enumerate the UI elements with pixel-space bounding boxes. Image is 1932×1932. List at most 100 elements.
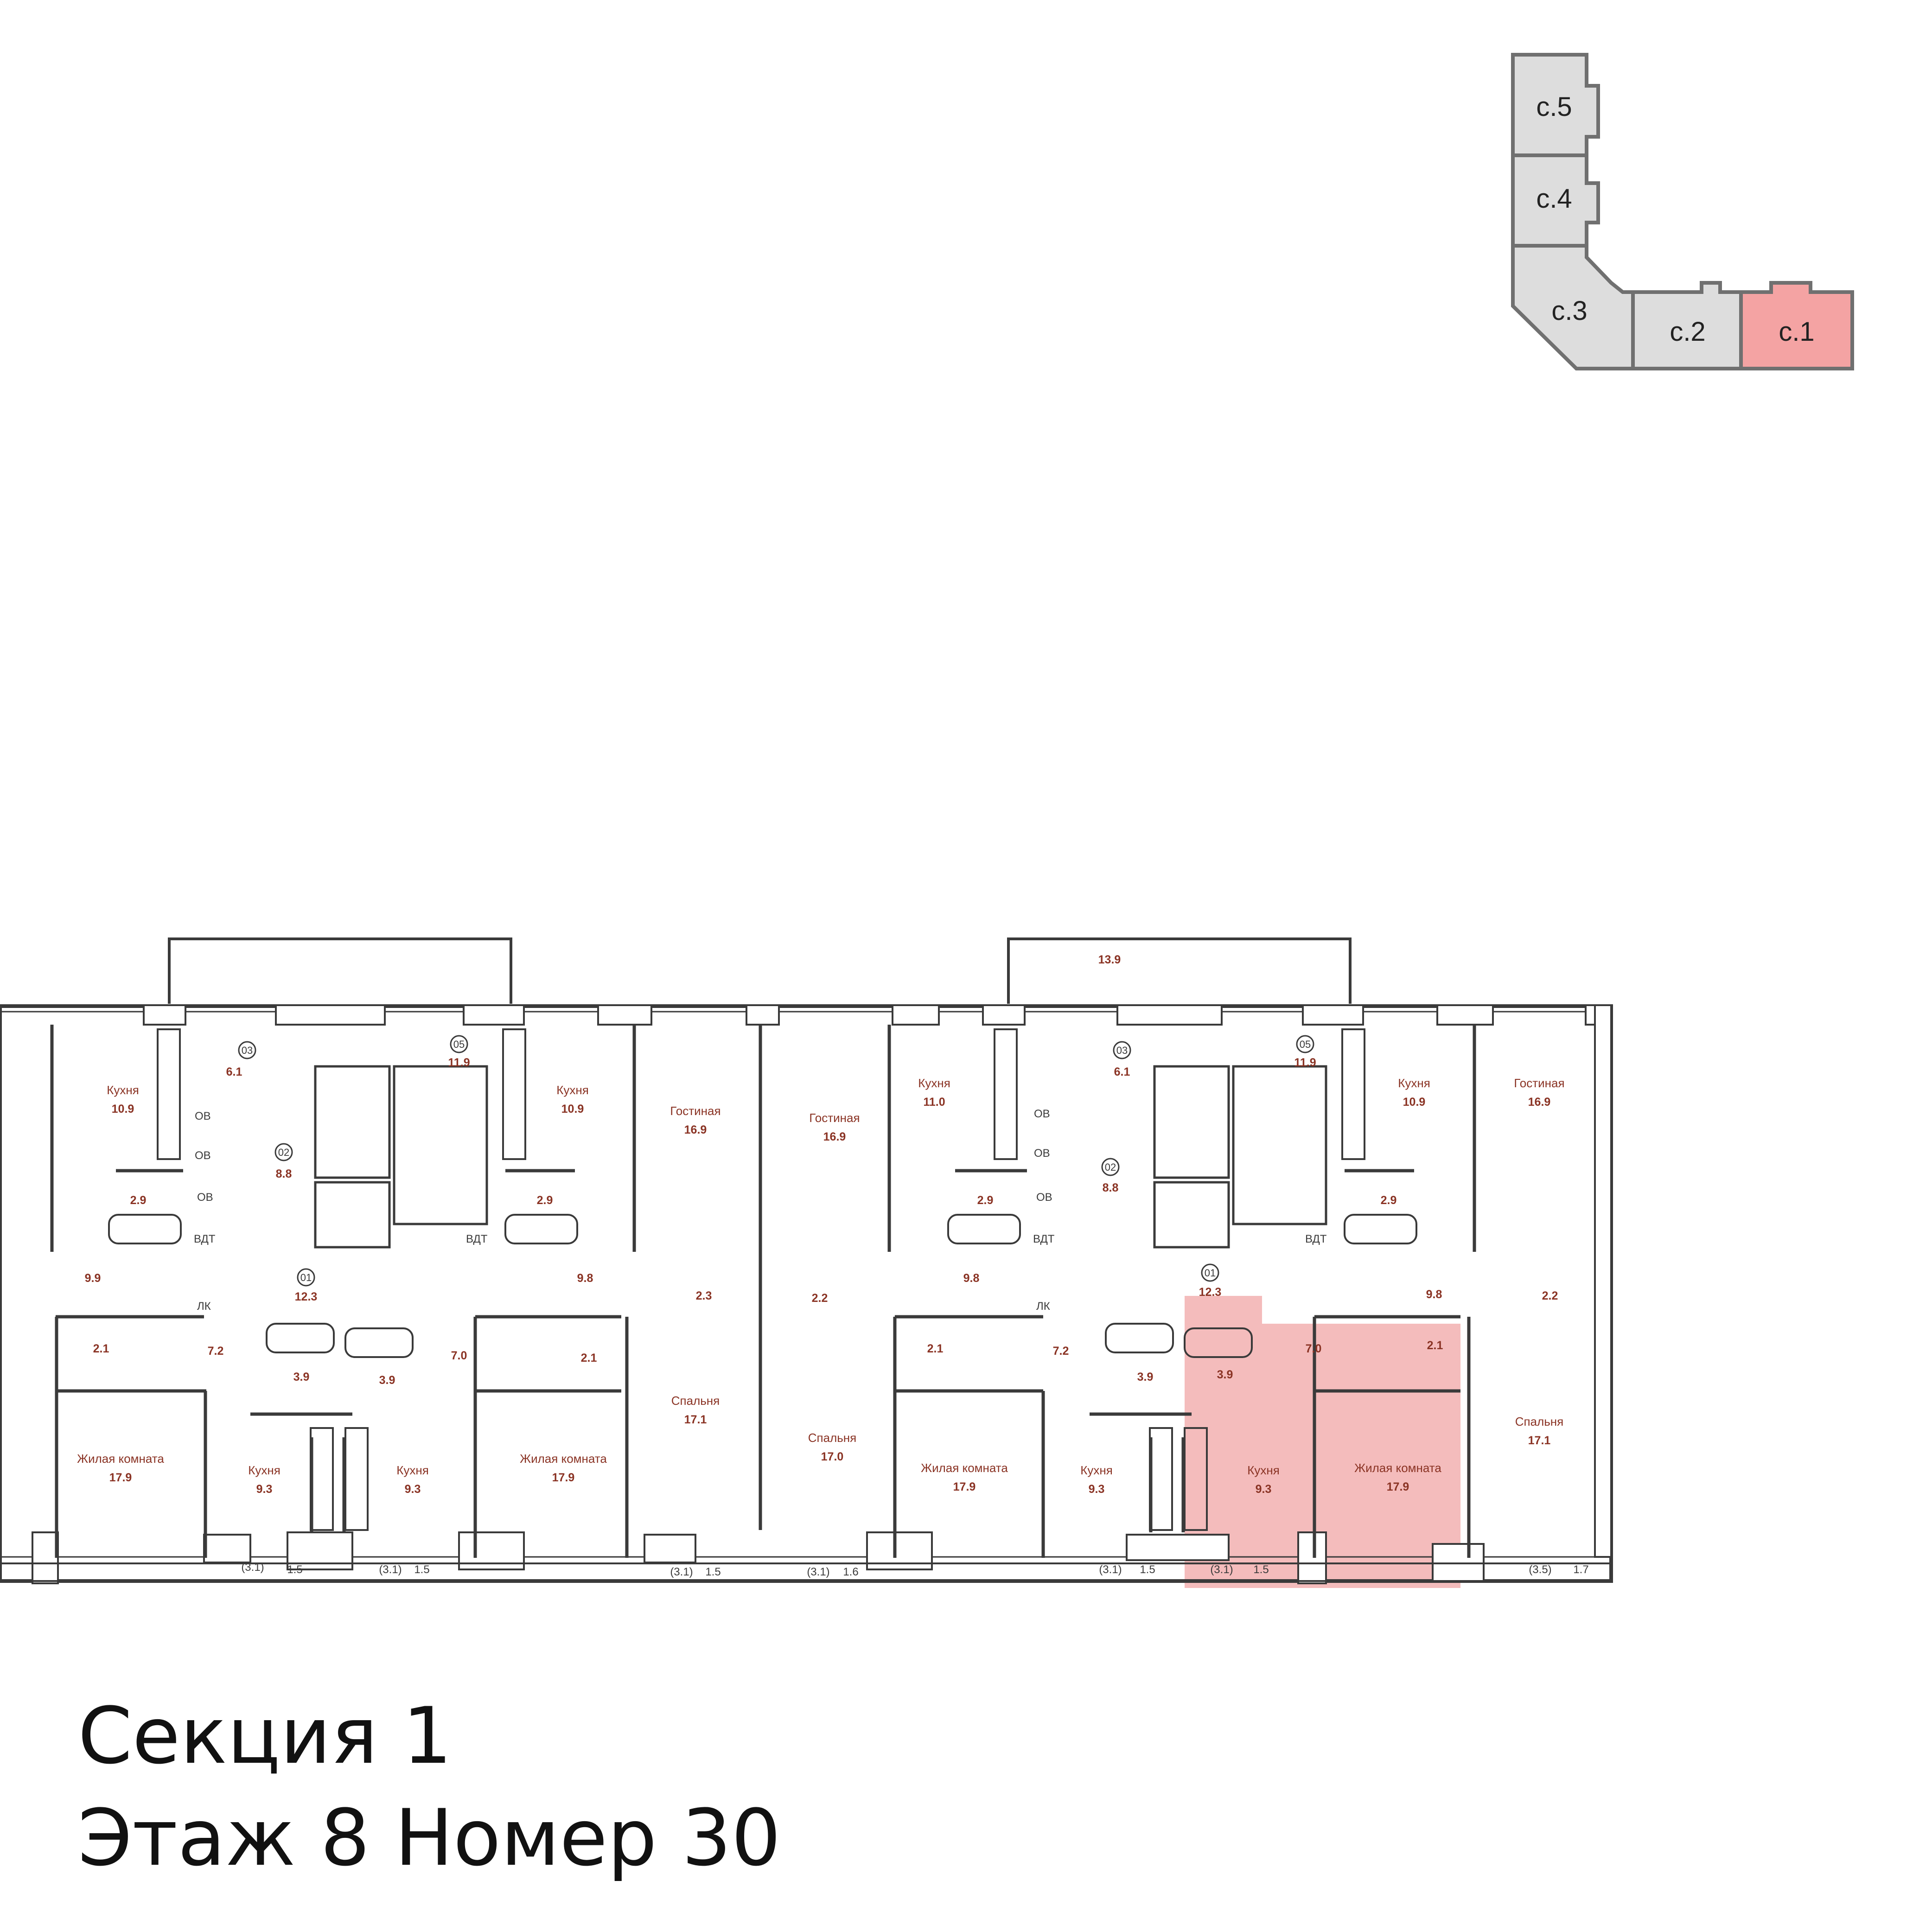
room-name: Кухня — [918, 1076, 950, 1090]
room-area: 6.1 — [226, 1065, 242, 1078]
section-caption: Секция 1 — [78, 1690, 453, 1781]
unit-number: 01 — [300, 1272, 312, 1283]
room-name: Спальня — [1515, 1415, 1563, 1428]
unit-number-markers: 03 02 05 01 03 02 05 01 — [238, 1035, 1314, 1287]
unit-number: 05 — [453, 1039, 465, 1050]
balcony-area: 1.5 — [287, 1563, 302, 1576]
balcony-area-labels: (3.1) 1.5 (3.1) 1.5 (3.1) 1.5 (3.1) 1.6 … — [241, 1561, 1588, 1578]
unit-number: 02 — [278, 1147, 289, 1158]
room-area: 10.9 — [561, 1103, 584, 1116]
room-area-labels: 10.9 10.9 16.9 16.9 11.0 10.9 16.9 6.1 8… — [85, 953, 1558, 1496]
unit-number: 03 — [1116, 1045, 1128, 1056]
room-area: 3.9 — [1137, 1371, 1154, 1384]
service-mark: ВДТ — [466, 1233, 488, 1245]
room-name: Кухня — [1398, 1076, 1430, 1090]
room-area: 9.8 — [577, 1272, 593, 1285]
service-mark: ОВ — [197, 1191, 213, 1204]
balcony-area: (3.1) — [241, 1561, 264, 1574]
floor-apartment-caption: Этаж 8 Номер 30 — [78, 1792, 781, 1883]
balcony-area: 1.5 — [414, 1563, 429, 1576]
room-area: 7.2 — [208, 1345, 224, 1358]
key-plan-label-4: с.4 — [1536, 184, 1572, 214]
room-area: 2.3 — [696, 1289, 712, 1302]
room-area: 2.9 — [537, 1194, 553, 1207]
room-name: Кухня — [1247, 1463, 1280, 1477]
room-name: Гостиная — [809, 1111, 860, 1125]
balcony-area: (3.5) — [1529, 1563, 1551, 1576]
room-area: 2.2 — [812, 1292, 828, 1305]
unit-number: 05 — [1300, 1039, 1311, 1050]
room-name: Жилая комната — [1354, 1461, 1441, 1475]
room-name: Жилая комната — [921, 1461, 1008, 1475]
room-area: 2.9 — [1381, 1194, 1397, 1207]
key-plan-label-1: с.1 — [1779, 317, 1814, 347]
top-balconies — [168, 937, 1352, 1004]
key-plan-section-2[interactable] — [1631, 281, 1743, 370]
room-area: 17.0 — [821, 1450, 844, 1463]
room-area: 11.9 — [1294, 1056, 1316, 1069]
room-area: 17.1 — [684, 1413, 707, 1426]
room-area: 11.9 — [448, 1056, 470, 1069]
room-area: 7.2 — [1053, 1345, 1069, 1358]
room-area: 9.3 — [405, 1483, 421, 1496]
room-area: 13.9 — [1098, 953, 1121, 966]
key-plan-label-5: с.5 — [1536, 92, 1572, 122]
unit-number: 03 — [242, 1045, 253, 1056]
room-area: 2.1 — [581, 1352, 597, 1365]
service-mark: ВДТ — [1305, 1233, 1327, 1245]
key-plan-label-2: с.2 — [1670, 317, 1705, 347]
unit-number: 01 — [1205, 1267, 1216, 1279]
room-name: Кухня — [107, 1083, 139, 1097]
room-name: Кухня — [396, 1463, 429, 1477]
unit-number: 02 — [1105, 1161, 1116, 1173]
room-area: 17.9 — [552, 1471, 575, 1484]
room-name: Кухня — [1080, 1463, 1113, 1477]
room-area: 16.9 — [1528, 1096, 1551, 1109]
room-name: Кухня — [248, 1463, 281, 1477]
room-area: 10.9 — [112, 1103, 134, 1116]
room-area: 9.3 — [1256, 1483, 1272, 1496]
room-area: 7.0 — [1306, 1342, 1322, 1355]
selected-apartment-highlight[interactable] — [1185, 1296, 1460, 1588]
room-name: Гостиная — [670, 1104, 721, 1118]
balcony-area: 1.7 — [1573, 1563, 1588, 1576]
room-area: 16.9 — [684, 1123, 707, 1136]
room-name: Кухня — [556, 1083, 589, 1097]
room-area: 7.0 — [451, 1349, 467, 1362]
room-area: 17.1 — [1528, 1434, 1551, 1447]
room-area: 9.3 — [1089, 1483, 1105, 1496]
room-area: 16.9 — [823, 1130, 846, 1143]
room-area: 17.9 — [1387, 1480, 1409, 1493]
service-mark: ОВ — [1036, 1191, 1052, 1204]
service-mark: ОВ — [1034, 1108, 1050, 1120]
room-area: 17.9 — [953, 1480, 976, 1493]
room-area: 2.9 — [977, 1194, 994, 1207]
service-mark: ЛК — [1036, 1300, 1050, 1313]
room-area: 9.3 — [256, 1483, 273, 1496]
balcony-area: (3.1) — [807, 1566, 829, 1578]
building-walls — [0, 1004, 1613, 1584]
room-area: 11.0 — [923, 1096, 945, 1109]
balcony-area: 1.5 — [705, 1566, 721, 1578]
room-area: 2.1 — [93, 1342, 109, 1355]
room-area: 2.1 — [1427, 1339, 1443, 1352]
room-name-labels: Кухня Кухня Гостиная Гостиная Кухня Кухн… — [77, 1076, 1564, 1477]
service-mark: ОВ — [195, 1110, 211, 1122]
service-mark: ОВ — [1034, 1147, 1050, 1160]
room-area: 9.9 — [85, 1272, 101, 1285]
room-area: 8.8 — [1103, 1181, 1119, 1194]
key-plan-section-1[interactable] — [1739, 281, 1854, 370]
room-area: 6.1 — [1114, 1065, 1130, 1078]
key-plan-section-3[interactable] — [1511, 244, 1635, 370]
service-mark: ВДТ — [194, 1233, 216, 1245]
room-area: 17.9 — [109, 1471, 132, 1484]
room-area: 8.8 — [276, 1167, 292, 1180]
room-name: Спальня — [671, 1394, 720, 1408]
balcony-area: (3.1) — [670, 1566, 693, 1578]
room-area: 2.9 — [130, 1194, 147, 1207]
room-name: Гостиная — [1514, 1076, 1564, 1090]
room-name: Жилая комната — [77, 1452, 164, 1466]
room-area: 9.8 — [963, 1272, 980, 1285]
service-marks: ОВ ОВ ОВ ВДТ ЛК ОВ ОВ ОВ ВДТ ЛК ВДТ ВДТ — [194, 1108, 1327, 1313]
